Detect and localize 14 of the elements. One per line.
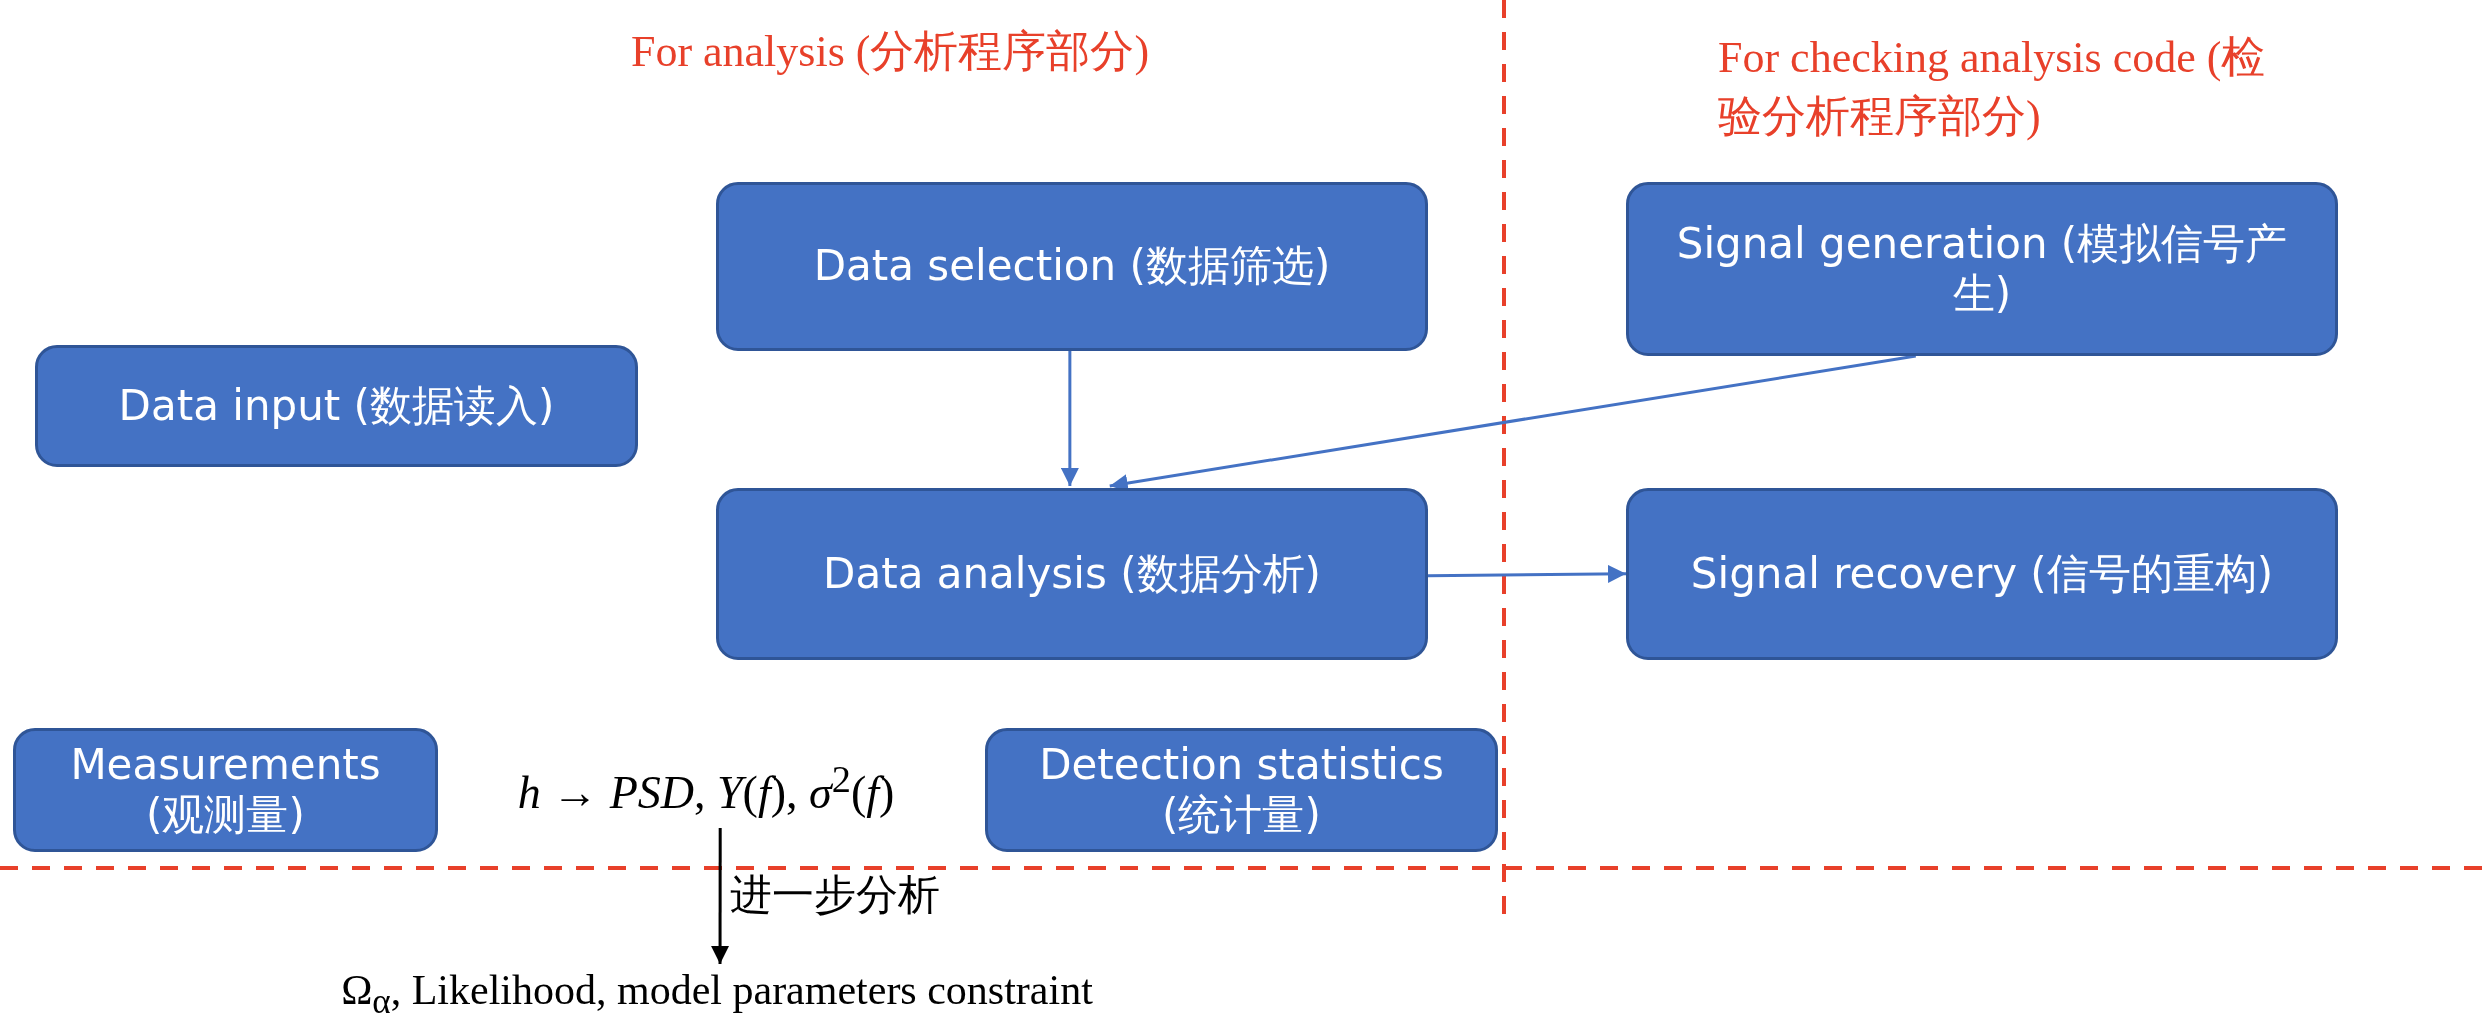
process-box: Measurements (观测量) (13, 728, 438, 852)
arrow (711, 828, 730, 964)
process-box: Data analysis (数据分析) (716, 488, 1428, 660)
formula-text: h → PSD, Y(f), σ$^{2}$(f) (443, 748, 969, 828)
process-box: Data selection (数据筛选) (716, 182, 1428, 351)
process-box: Signal generation (模拟信号产生) (1626, 182, 2338, 356)
section-heading: For analysis (分析程序部分) (629, 26, 1151, 78)
section-heading: For checking analysis code (检验分析程序部分) (1718, 32, 2267, 144)
process-box: Signal recovery (信号的重构) (1626, 488, 2338, 660)
process-box: Data input (数据读入) (35, 345, 638, 467)
note-text: Ω$_{α}$, Likelihood, model parameters constraint (212, 966, 1222, 1022)
arrow (1428, 564, 1626, 583)
process-box: Detection statistics (统计量) (985, 728, 1498, 852)
arrow (1060, 351, 1079, 486)
